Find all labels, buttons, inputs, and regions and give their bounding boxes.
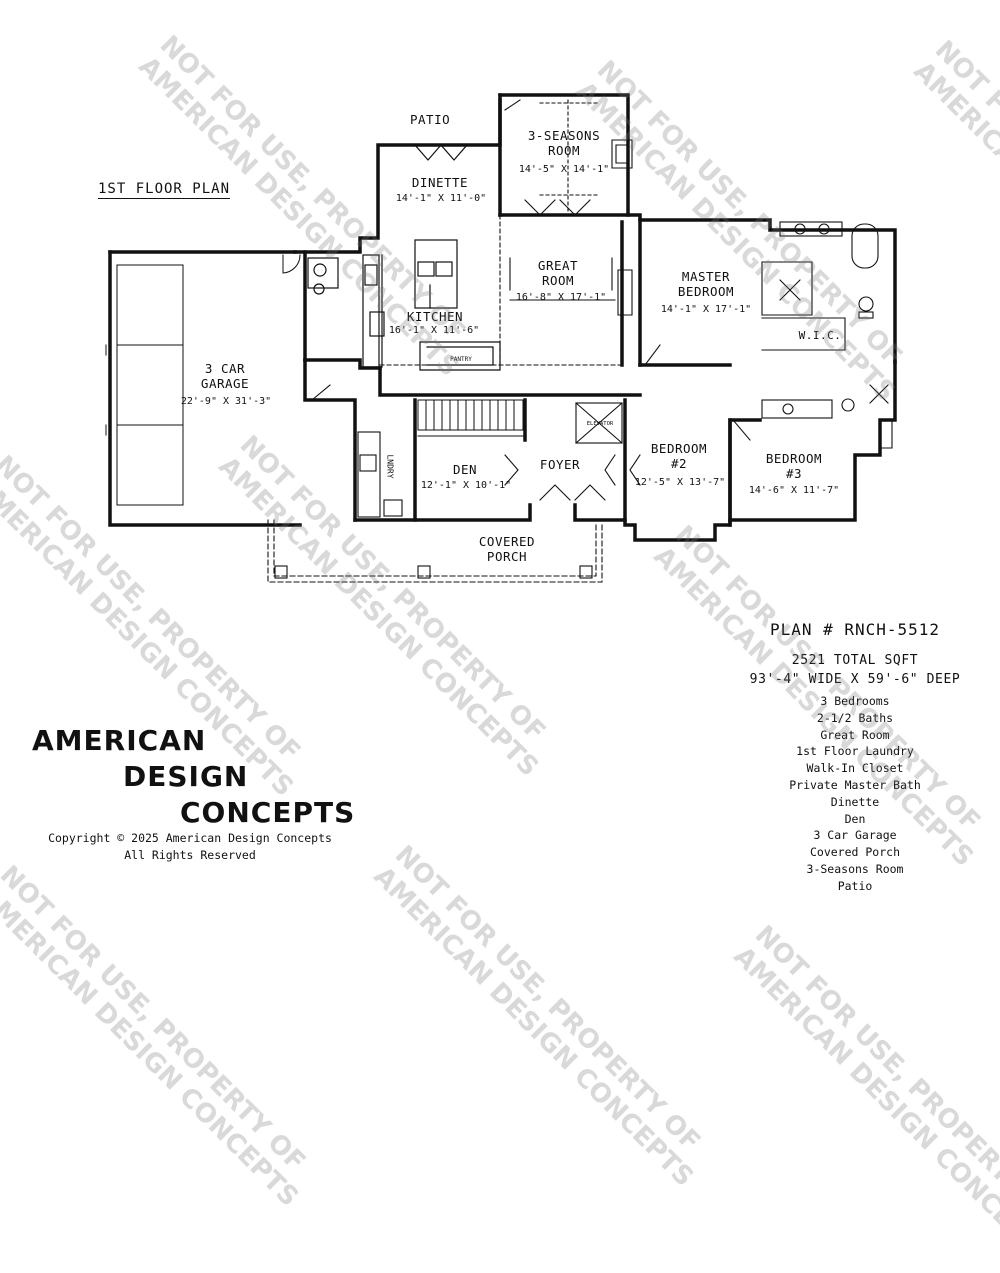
feature-item: Private Master Bath bbox=[789, 777, 921, 792]
great-room-walls bbox=[498, 213, 897, 367]
room-dims-den: 12'-1" X 10'-1" bbox=[420, 480, 512, 491]
room-dims-master-bedroom: 14'-1" X 17'-1" bbox=[660, 304, 752, 315]
floor-plan-drawing bbox=[105, 93, 897, 583]
room-dims-bedroom3: 14'-6" X 11'-7" bbox=[748, 485, 840, 496]
room-dims-bedroom2: 12'-5" X 13'-7" bbox=[634, 477, 726, 488]
room-label-master-bedroom: MASTER BEDROOM bbox=[677, 269, 735, 299]
company-name-line3: CONCEPTS bbox=[180, 796, 356, 829]
company-name-line2: DESIGN bbox=[123, 760, 249, 793]
feature-item: Patio bbox=[837, 878, 873, 893]
kitchen-cabinets bbox=[307, 144, 501, 371]
garage-doors bbox=[105, 254, 301, 506]
feature-list: 3 Bedrooms 2-1/2 Baths Great Room 1st Fl… bbox=[700, 693, 1000, 895]
room-label-bedroom3: BEDROOM #3 bbox=[765, 451, 823, 481]
room-label-garage: 3 CAR GARAGE bbox=[200, 361, 250, 391]
central-walls bbox=[303, 358, 897, 542]
great-room-details bbox=[379, 214, 633, 366]
seasons-room-walls bbox=[498, 93, 630, 217]
room-dims-great-room: 16'-8" X 17'-1" bbox=[515, 292, 607, 303]
seasons-room-details bbox=[504, 99, 633, 216]
feature-item: Den bbox=[844, 811, 866, 826]
plan-size: 93'-4" WIDE X 59'-6" DEEP bbox=[749, 672, 961, 687]
room-label-laundry: LNDRY bbox=[385, 454, 395, 479]
room-label-great-room: GREAT ROOM bbox=[537, 258, 579, 288]
bath2-details bbox=[761, 384, 893, 449]
company-name-line1: AMERICAN bbox=[32, 724, 207, 757]
covered-porch bbox=[267, 519, 603, 583]
room-label-foyer: FOYER bbox=[539, 457, 581, 472]
plan-info: PLAN # RNCH-5512 2521 TOTAL SQFT 93'-4" … bbox=[700, 620, 1000, 895]
room-label-pantry: PANTRY bbox=[450, 356, 472, 363]
feature-item: 3 Car Garage bbox=[813, 828, 897, 843]
feature-item: Dinette bbox=[830, 794, 880, 809]
plan-number: PLAN # RNCH-5512 bbox=[769, 620, 941, 639]
room-label-dinette: DINETTE bbox=[411, 175, 469, 190]
room-label-bedroom2: BEDROOM #2 bbox=[650, 441, 708, 471]
room-label-porch: COVERED PORCH bbox=[478, 534, 536, 564]
room-label-wic: W.I.C. bbox=[798, 329, 842, 342]
room-dims-dinette: 14'-1" X 11'-0" bbox=[395, 193, 487, 204]
room-dims-seasons: 14'-5" X 14'-1" bbox=[518, 164, 610, 175]
feature-item: 3 Bedrooms bbox=[820, 694, 890, 708]
laundry-details bbox=[311, 384, 403, 518]
floor-plan-title: 1ST FLOOR PLAN bbox=[98, 181, 231, 199]
plan-sqft: 2521 TOTAL SQFT bbox=[791, 653, 919, 668]
feature-item: 1st Floor Laundry bbox=[796, 744, 914, 759]
front-wall bbox=[353, 503, 627, 522]
room-label-seasons: 3-SEASONS ROOM bbox=[527, 128, 601, 158]
room-dims-garage: 22'-9" X 31'-3" bbox=[180, 396, 272, 407]
room-label-patio: PATIO bbox=[410, 112, 451, 127]
entry-details bbox=[504, 402, 751, 501]
room-label-den: DEN bbox=[452, 462, 478, 477]
copyright-text: Copyright © 2025 American Design Concept… bbox=[48, 831, 332, 845]
master-bath-details bbox=[644, 221, 879, 366]
feature-item: 2-1/2 Baths bbox=[816, 710, 894, 725]
room-label-kitchen: KITCHEN bbox=[406, 309, 464, 324]
feature-item: 3-Seasons Room bbox=[806, 861, 904, 876]
stair-details bbox=[417, 399, 526, 437]
room-label-elevator: ELEVATOR bbox=[586, 421, 614, 427]
feature-item: Covered Porch bbox=[809, 845, 900, 860]
feature-item: Great Room bbox=[820, 727, 890, 742]
feature-item: Walk-In Closet bbox=[806, 761, 904, 776]
room-dims-kitchen: 16'-1" X 11'-6" bbox=[388, 325, 480, 336]
rights-text: All Rights Reserved bbox=[124, 848, 256, 862]
